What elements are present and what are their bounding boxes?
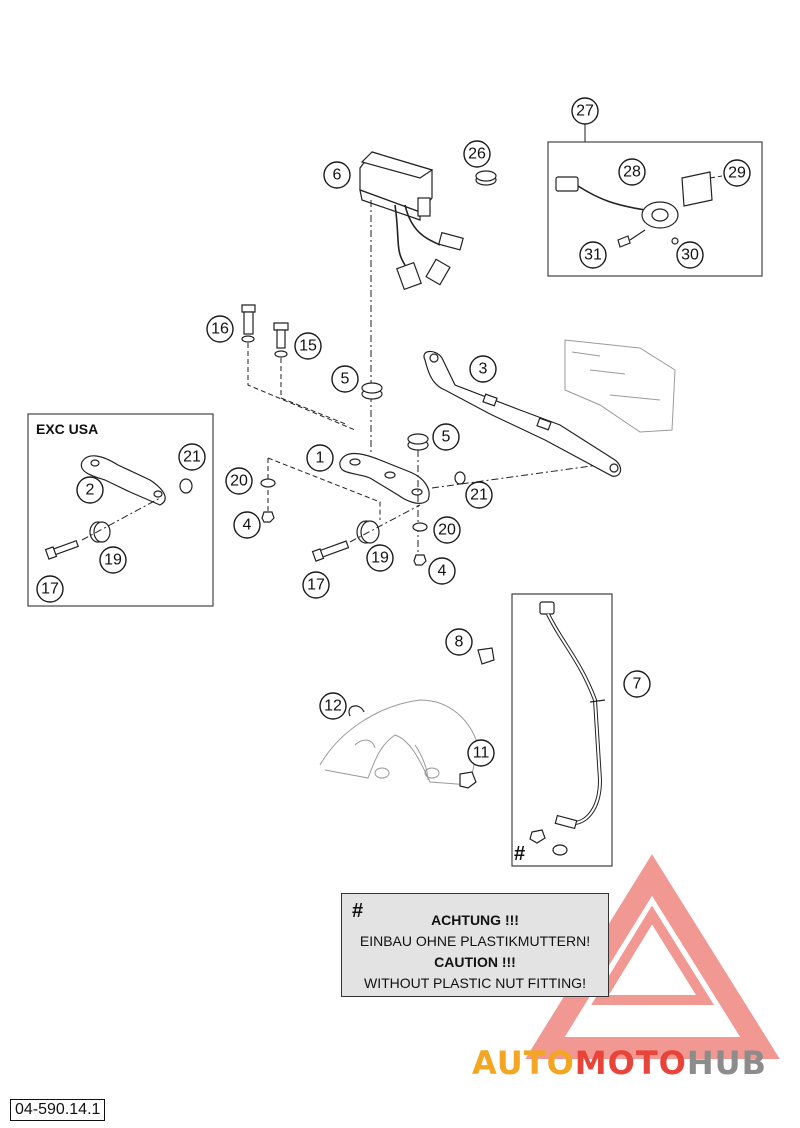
svg-text:30: 30 (681, 247, 699, 264)
callout-8: 8 (445, 628, 473, 656)
callout-27: 27 (571, 97, 599, 125)
screw-15 (273, 322, 289, 358)
svg-text:19: 19 (104, 552, 122, 569)
callout-20-left: 20 (225, 467, 253, 495)
exc-usa-damper (89, 521, 111, 543)
svg-text:31: 31 (584, 247, 602, 264)
callout-2: 2 (76, 476, 104, 504)
svg-text:17: 17 (41, 581, 59, 598)
rubber-damper-19 (356, 520, 380, 544)
callout-12: 12 (319, 692, 347, 720)
speedo-cable-frame (511, 593, 613, 867)
sensor-kit (555, 171, 723, 248)
callout-17-exc: 17 (36, 575, 64, 603)
watermark-part-1: AUTO (472, 1044, 575, 1082)
callout-7: 7 (623, 670, 651, 698)
spacer-21 (454, 471, 466, 485)
sensor-kit-frame (547, 141, 763, 277)
svg-text:28: 28 (623, 164, 641, 181)
nut-4-left (261, 511, 275, 523)
svg-text:17: 17 (307, 577, 325, 594)
callout-20-right: 20 (433, 516, 461, 544)
warning-line-1: ACHTUNG !!! (431, 912, 519, 928)
nut-4-right (413, 554, 427, 566)
headlight-mask-outline (564, 339, 676, 433)
svg-text:15: 15 (299, 338, 317, 355)
warning-marker: # (352, 900, 364, 922)
warning-line-2: EINBAU OHNE PLASTIKMUTTERN! (359, 933, 591, 949)
warning-line-3: CAUTION !!! (434, 954, 516, 970)
callout-31: 31 (579, 241, 607, 269)
cable-clip-8 (477, 647, 495, 665)
callout-5-right: 5 (432, 423, 460, 451)
svg-text:6: 6 (333, 167, 342, 184)
callout-6: 6 (323, 161, 351, 189)
callout-28: 28 (618, 158, 646, 186)
callout-21-exc: 21 (178, 443, 206, 471)
speedometer-cable (529, 601, 606, 856)
washer-20-right (412, 522, 428, 532)
exc-usa-spacer (179, 478, 193, 494)
callout-16: 16 (206, 315, 234, 343)
callout-11: 11 (467, 739, 495, 767)
exc-usa-screw (44, 539, 80, 560)
circlip-12 (348, 705, 365, 717)
svg-text:12: 12 (324, 698, 342, 715)
watermark-logo-text: AUTOMOTOHUB (472, 1044, 767, 1082)
exc-usa-frame (27, 413, 214, 607)
callout-19-exc: 19 (99, 546, 127, 574)
callout-17-main: 17 (302, 571, 330, 599)
exc-usa-bracket (80, 455, 166, 506)
callout-5-upper: 5 (331, 365, 359, 393)
svg-text:11: 11 (473, 745, 490, 762)
svg-text:5: 5 (341, 371, 350, 388)
callout-26: 26 (463, 140, 491, 168)
watermark-part-3: HUB (686, 1044, 768, 1082)
rubber-bushing-upper (361, 382, 383, 400)
svg-text:21: 21 (470, 487, 488, 504)
svg-text:29: 29 (728, 165, 746, 182)
nut-11 (459, 771, 477, 789)
callout-30: 30 (676, 241, 704, 269)
svg-text:27: 27 (576, 103, 594, 120)
variant-label: EXC USA (36, 421, 99, 437)
callout-4-left: 4 (233, 511, 261, 539)
svg-text:5: 5 (442, 429, 451, 446)
diagram-code: 04-590.14.1 (10, 1099, 106, 1121)
svg-text:7: 7 (633, 676, 642, 693)
svg-text:26: 26 (468, 146, 486, 163)
svg-text:21: 21 (183, 449, 201, 466)
rubber-bushing-right (407, 433, 429, 451)
speedometer-unit (359, 151, 464, 455)
svg-text:2: 2 (86, 482, 95, 499)
callout-21-main: 21 (465, 481, 493, 509)
callout-19-main: 19 (366, 544, 394, 572)
headlight-bracket (423, 350, 622, 477)
svg-text:20: 20 (438, 522, 456, 539)
svg-text:4: 4 (438, 563, 447, 580)
svg-text:1: 1 (316, 450, 325, 467)
svg-text:4: 4 (243, 517, 252, 534)
warning-box: # ACHTUNG !!! EINBAU OHNE PLASTIKMUTTERN… (341, 893, 609, 997)
svg-text:19: 19 (371, 550, 389, 567)
grommet (475, 170, 497, 186)
fitting-note-marker: # (514, 843, 526, 865)
svg-text:16: 16 (211, 321, 229, 338)
warning-line-4: WITHOUT PLASTIC NUT FITTING! (364, 975, 586, 991)
callout-4-right: 4 (428, 557, 456, 585)
callout-1: 1 (306, 444, 334, 472)
callout-3: 3 (469, 355, 497, 383)
svg-text:20: 20 (230, 473, 248, 490)
screw-16 (241, 304, 256, 343)
callout-29: 29 (723, 159, 751, 187)
washer-20-left (260, 478, 276, 488)
svg-text:8: 8 (455, 634, 464, 651)
callout-15: 15 (294, 332, 322, 360)
instrument-bracket (339, 452, 430, 504)
screw-17 (311, 540, 350, 562)
watermark-part-2: MOTO (574, 1044, 687, 1082)
svg-text:3: 3 (479, 361, 488, 378)
